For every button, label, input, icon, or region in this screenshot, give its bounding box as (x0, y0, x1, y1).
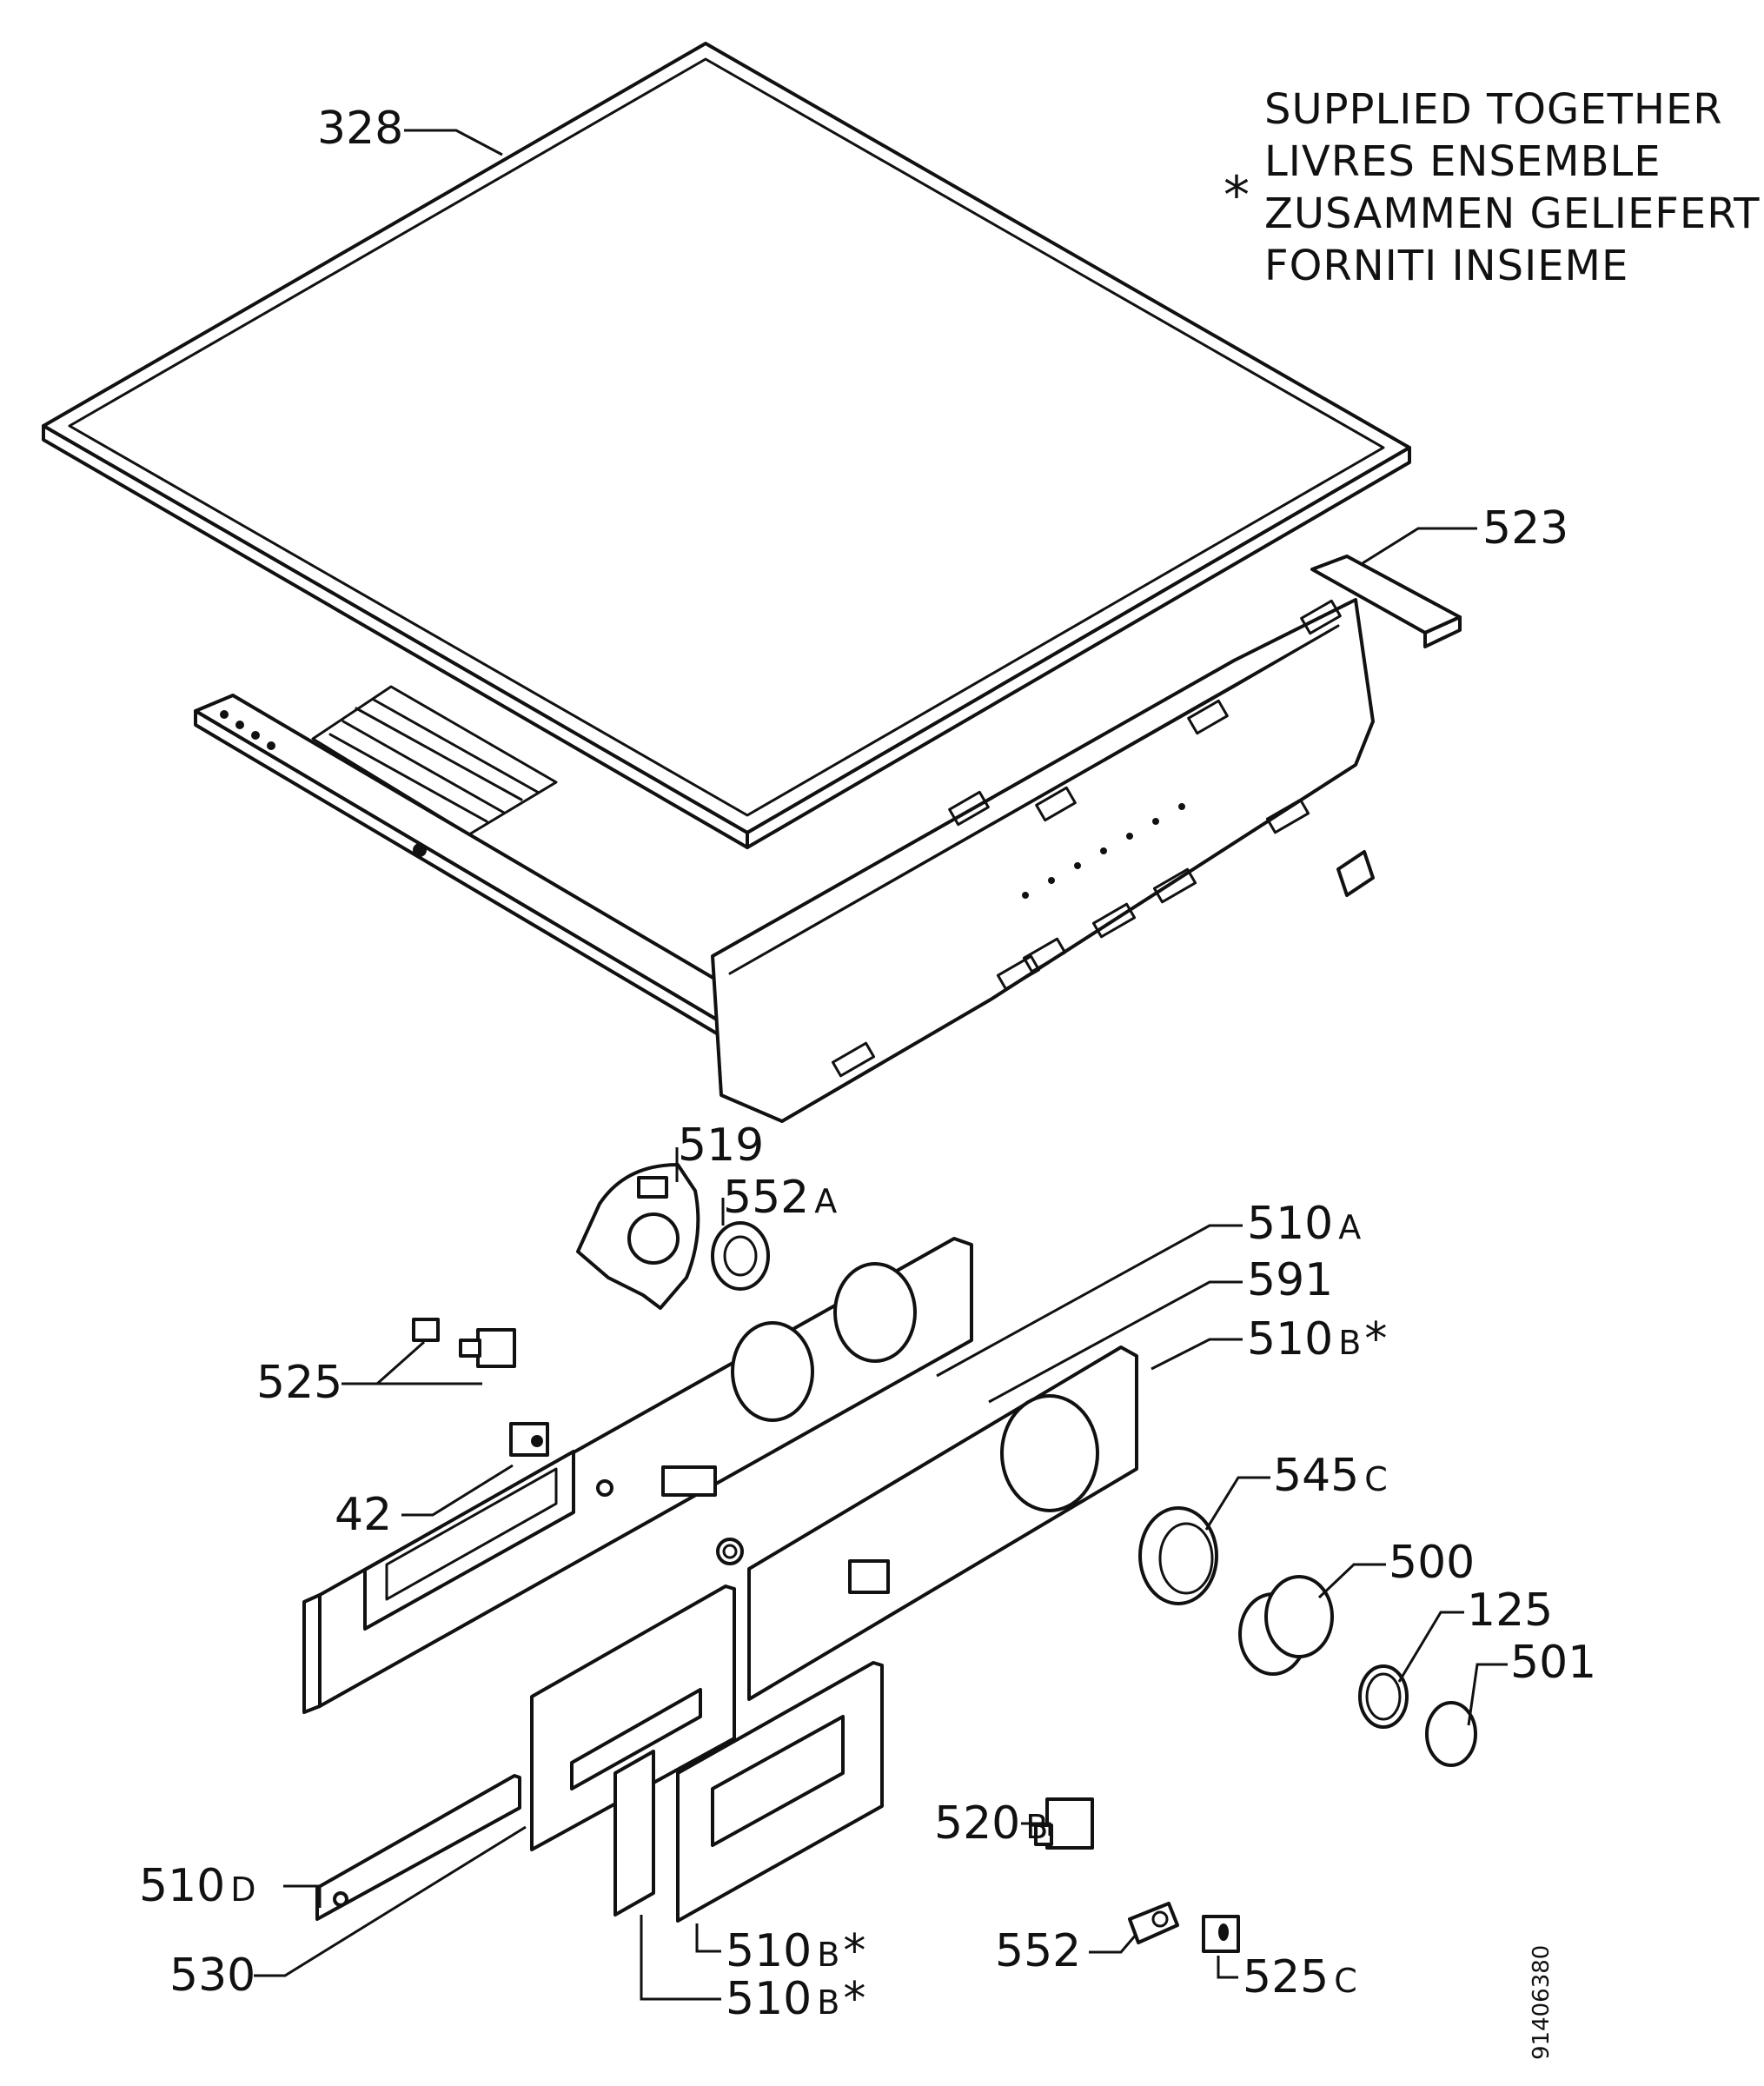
part-523-control-frame[interactable] (194, 555, 1462, 1123)
part-510a-panel[interactable] (302, 1237, 973, 1714)
label-328: 328 (317, 103, 403, 155)
part-552a[interactable] (711, 1221, 770, 1291)
label-519: 519 (678, 1119, 764, 1172)
note-line-3: ZUSAMMEN GELIEFERT (1264, 189, 1760, 238)
part-519[interactable] (576, 1163, 700, 1310)
label-523: 523 (1482, 502, 1568, 555)
part-500-knob[interactable] (1238, 1575, 1334, 1676)
label-500: 500 (1389, 1537, 1475, 1589)
label-530: 530 (169, 1950, 255, 2002)
document-number: 91406380 (1529, 1945, 1555, 2060)
label-591: 591 (1247, 1254, 1333, 1306)
label-525: 525 (256, 1357, 342, 1409)
note-line-2: LIVRES ENSEMBLE (1264, 137, 1661, 186)
part-525c[interactable] (1202, 1915, 1240, 1953)
label-42: 42 (335, 1489, 392, 1541)
part-125-ring[interactable] (1358, 1664, 1409, 1729)
part-530-panel[interactable] (530, 1584, 736, 1851)
part-42[interactable] (509, 1422, 549, 1457)
note-line-4: FORNITI INSIEME (1264, 242, 1628, 290)
part-525[interactable] (412, 1318, 516, 1368)
note-line-1: SUPPLIED TOGETHER (1264, 85, 1723, 134)
part-501-cap[interactable] (1425, 1701, 1477, 1767)
part-520b[interactable] (1034, 1797, 1094, 1850)
part-510b-small-strip[interactable] (613, 1750, 655, 1917)
part-510b-lower-panel[interactable] (676, 1661, 884, 1923)
supplied-together-note: * SUPPLIED TOGETHER LIVRES ENSEMBLE ZUSA… (1224, 85, 1760, 290)
note-asterisk: * (1224, 165, 1250, 226)
part-510d-strip[interactable] (315, 1774, 521, 1921)
label-552: 552 (995, 1925, 1081, 1977)
part-328-top-lid[interactable] (42, 42, 1411, 849)
label-125: 125 (1467, 1584, 1553, 1637)
part-545c[interactable] (1138, 1506, 1218, 1605)
leader-lines (254, 129, 1508, 2001)
label-501: 501 (1510, 1637, 1596, 1689)
part-552[interactable] (1128, 1902, 1179, 1944)
part-591-panel[interactable] (716, 1345, 1138, 1701)
